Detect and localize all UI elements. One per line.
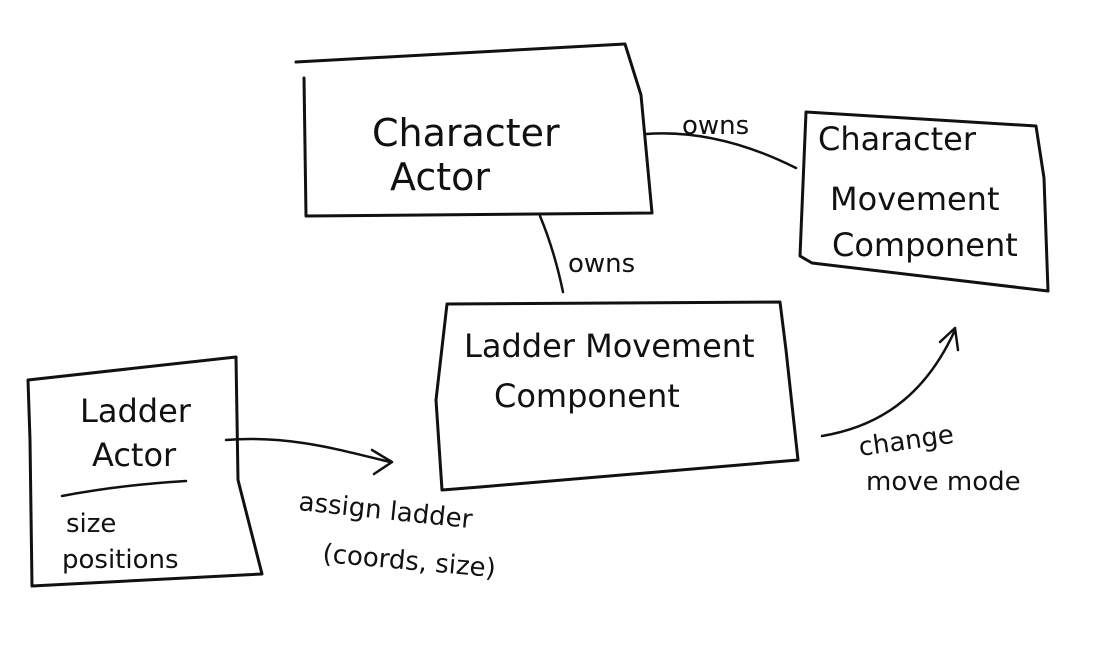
- character-movement-label-line2: Movement: [830, 180, 1000, 218]
- ladder-actor-node: Ladder Actor size positions: [26, 355, 264, 588]
- ladder-actor-title-line2: Actor: [92, 436, 177, 474]
- edge-change-move-mode-line: [820, 328, 957, 438]
- edge-owns-ladder-movement-label: owns: [568, 249, 635, 279]
- edge-owns-character-movement-label: owns: [682, 111, 749, 141]
- edge-assign-ladder-arrowhead: [370, 448, 394, 476]
- ladder-actor-title-line1: Ladder: [80, 392, 192, 430]
- ladder-movement-box: [434, 300, 800, 492]
- character-actor-node: Character Actor: [294, 42, 654, 218]
- edge-change-move-mode: change move mode: [820, 326, 1021, 497]
- ladder-movement-node: Ladder Movement Component: [434, 300, 800, 492]
- edge-assign-ladder-label-line2: (coords, size): [321, 539, 497, 584]
- ladder-movement-label-line2: Component: [494, 377, 680, 415]
- character-movement-label-line1: Character: [818, 120, 977, 158]
- ladder-actor-divider: [60, 479, 188, 498]
- edge-assign-ladder-line: [224, 437, 392, 464]
- edge-change-move-mode-label-line2: move mode: [866, 467, 1021, 497]
- edge-owns-character-movement-line: [644, 132, 798, 170]
- edge-change-move-mode-arrowhead: [938, 326, 960, 352]
- character-actor-label-line1: Character: [372, 111, 560, 155]
- ladder-actor-field-positions: positions: [62, 545, 179, 575]
- character-movement-box: [798, 110, 1050, 293]
- edge-assign-ladder-label-line1: assign ladder: [297, 487, 474, 535]
- character-movement-label-line3: Component: [832, 226, 1018, 264]
- character-movement-node: Character Movement Component: [798, 110, 1050, 293]
- edge-assign-ladder: assign ladder (coords, size): [224, 437, 497, 584]
- edge-owns-character-movement: owns: [644, 111, 798, 170]
- edge-change-move-mode-label-line1: change: [857, 420, 956, 463]
- edge-owns-ladder-movement: owns: [538, 214, 635, 294]
- ladder-actor-field-size: size: [66, 509, 116, 539]
- edge-owns-ladder-movement-line: [538, 214, 565, 294]
- ladder-actor-box: [26, 355, 264, 588]
- character-actor-label-line2: Actor: [390, 155, 490, 199]
- character-actor-box: [294, 42, 654, 218]
- ladder-movement-label-line1: Ladder Movement: [464, 327, 755, 365]
